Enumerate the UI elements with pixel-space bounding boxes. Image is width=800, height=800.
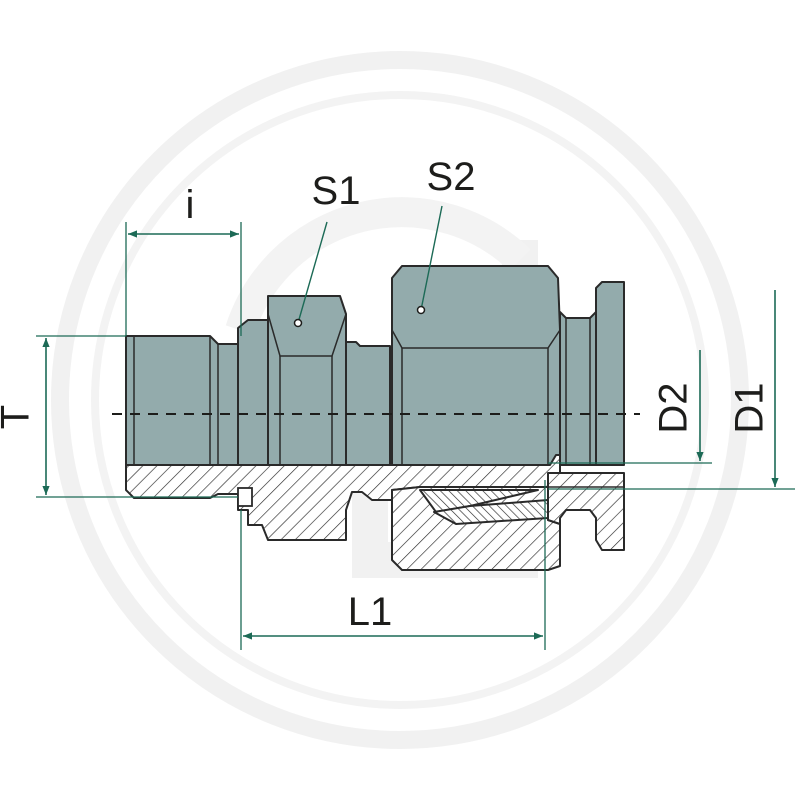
dimension-d2: D2: [548, 350, 712, 464]
dimension-d1: D1: [548, 290, 795, 490]
fitting-body-upper: [125, 265, 625, 466]
dimension-s2: S2: [416, 155, 476, 315]
dimension-l1: L1: [240, 480, 546, 650]
dimension-t: T: [0, 335, 238, 498]
label-t: T: [0, 405, 38, 429]
fitting-section-lower: [125, 454, 625, 571]
dimension-i: i: [125, 183, 242, 336]
label-d2: D2: [652, 382, 696, 433]
label-d1: D1: [728, 382, 772, 433]
dimension-s1: S1: [293, 169, 361, 328]
label-s2: S2: [427, 155, 476, 199]
label-s1: S1: [312, 169, 361, 213]
label-l1: L1: [348, 590, 393, 634]
label-i: i: [186, 183, 195, 227]
